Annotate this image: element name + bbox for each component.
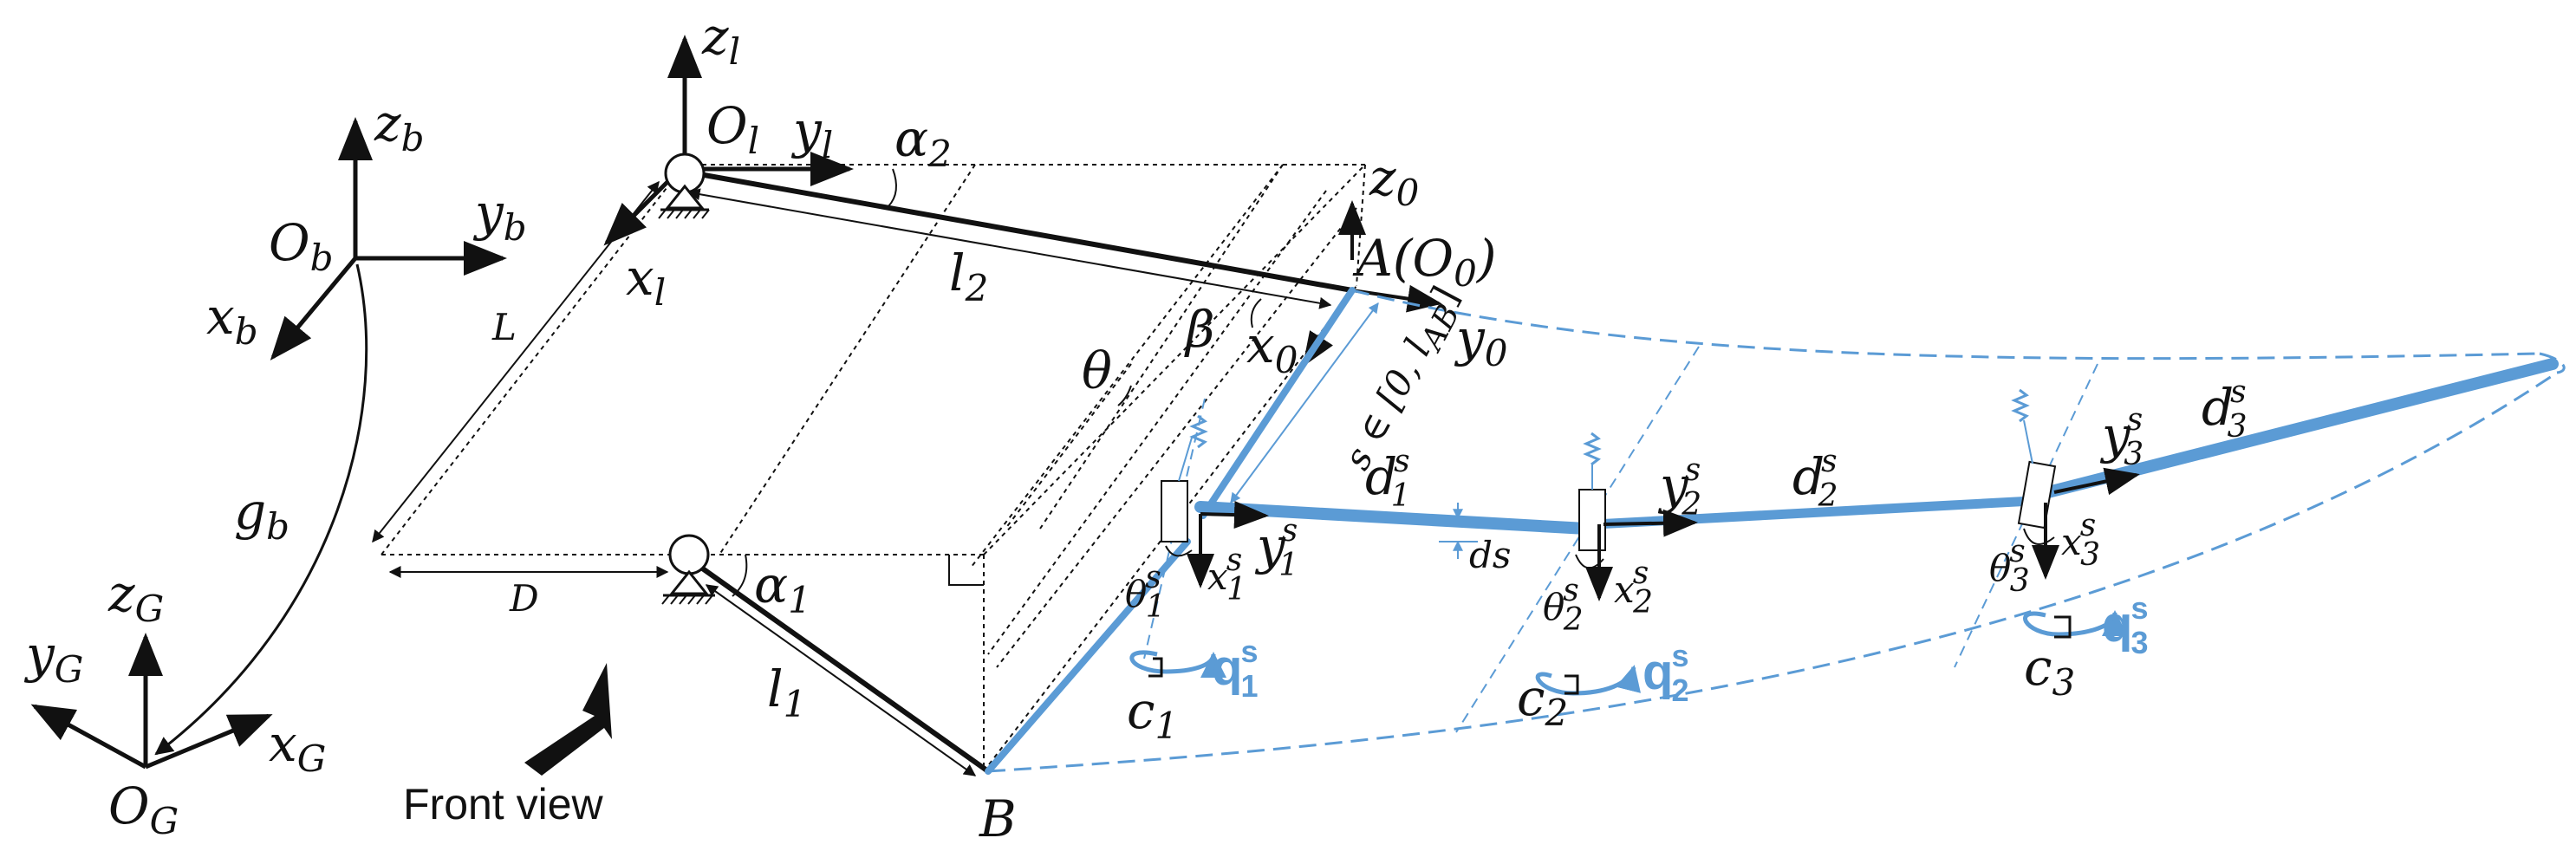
label-ds: ds (1469, 534, 1511, 576)
label-c2: c2 (1517, 668, 1568, 734)
label-B: B (979, 789, 1017, 848)
l1-dimension (705, 584, 977, 776)
label-xG: xG (269, 714, 326, 780)
label-c3: c3 (2024, 638, 2075, 704)
beam-envelope (987, 289, 2566, 773)
theta-arc (1117, 385, 1132, 406)
label-alpha2: α2 (894, 109, 952, 175)
front-view-arrow (524, 663, 612, 776)
label-l2: l2 (949, 244, 988, 309)
frame-b (270, 117, 507, 361)
segment-guides (1143, 346, 2098, 733)
label-zG: zG (107, 564, 164, 630)
label-L: L (491, 306, 517, 348)
alpha1-arc (732, 554, 748, 597)
link-l2 (684, 169, 1353, 293)
label-A: A(O0) (1352, 229, 1496, 295)
label-yb: yb (472, 183, 527, 249)
label-x0: x0 (1246, 315, 1298, 381)
label-l1: l1 (767, 659, 806, 725)
l2-dimension (687, 188, 1332, 309)
label-zl: zl (701, 7, 740, 73)
frame-lower-joint (661, 534, 715, 605)
s-range-arrow (1230, 302, 1379, 503)
label-xl: xl (626, 248, 666, 314)
gb-transform-curve (154, 263, 368, 756)
label-zb: zb (374, 94, 424, 159)
frame-l (603, 35, 854, 246)
label-OG: OG (108, 776, 179, 842)
label-front-view: Front view (403, 780, 604, 828)
segment-joint-3 (2011, 388, 2140, 639)
ds-marker (1439, 503, 1478, 559)
label-y0: y0 (1454, 309, 1508, 374)
label-beta: β (1184, 300, 1215, 359)
label-Ob: Ob (269, 213, 333, 279)
label-c1: c1 (1127, 681, 1178, 747)
flexible-rod (985, 287, 2559, 775)
label-theta: θ (1082, 341, 1112, 400)
label-z0: z0 (1369, 148, 1419, 214)
label-Ol: Ol (706, 96, 759, 162)
label-D: D (509, 577, 539, 620)
label-gb: gb (234, 482, 289, 548)
segment-joint-1 (1129, 414, 1269, 679)
label-alpha1: α1 (754, 555, 811, 621)
link-l1 (686, 556, 991, 774)
label-yl: yl (790, 101, 833, 166)
label-yG: yG (23, 625, 83, 691)
segment-joint-2 (1535, 432, 1698, 696)
right-angle-mark (948, 555, 984, 586)
alpha2-arc (888, 168, 897, 207)
frame-G (30, 633, 273, 770)
label-xb: xb (206, 287, 258, 353)
